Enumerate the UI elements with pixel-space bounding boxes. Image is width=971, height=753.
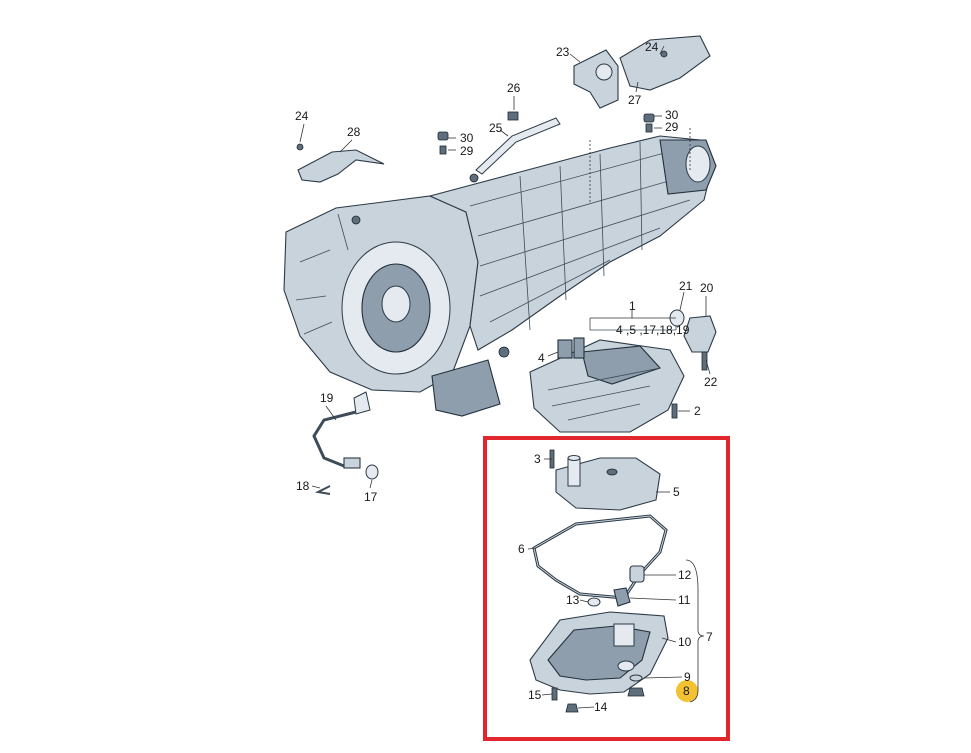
callout-14: 14 [594, 700, 608, 714]
callout-2: 2 [694, 404, 701, 418]
callout-24-left: 24 [295, 109, 309, 123]
callout-7: 7 [706, 630, 713, 644]
callout-21: 21 [679, 279, 693, 293]
mechatronic-unit [529, 316, 685, 433]
callout-8: 8 [683, 684, 690, 698]
callout-23: 23 [556, 45, 570, 59]
callout-6: 6 [518, 542, 525, 556]
callout-30-left: 30 [460, 131, 474, 145]
breather-hose [475, 111, 561, 175]
callout-26: 26 [507, 81, 521, 95]
callout-12: 12 [678, 568, 692, 582]
highlight-marker [676, 680, 698, 702]
heat-shield-bracket [296, 143, 385, 183]
wiring-harness [312, 391, 379, 495]
callout-9: 9 [684, 670, 691, 684]
callout-10: 10 [678, 635, 692, 649]
callout-20: 20 [700, 281, 714, 295]
cover-27 [619, 35, 711, 91]
oil-pan [529, 611, 669, 695]
highlight-frame [483, 436, 730, 741]
callout-25: 25 [489, 121, 503, 135]
callout-1-sublist: 4 ,5 ,17,18,19 [616, 323, 690, 337]
callout-labels: 1 4 ,5 ,17,18,19 2 3 4 5 6 7 8 9 10 11 1… [295, 40, 718, 714]
callout-3: 3 [534, 452, 541, 466]
leader-lines [299, 45, 711, 709]
transmission-housing [283, 135, 717, 417]
callout-29-right: 29 [665, 120, 679, 134]
callout-22: 22 [704, 375, 718, 389]
callout-24-top: 24 [645, 40, 659, 54]
callout-5: 5 [673, 485, 680, 499]
pan-gasket [532, 514, 668, 600]
callout-11: 11 [678, 593, 691, 607]
oil-filter [549, 449, 661, 511]
mount-bracket-23 [573, 49, 619, 109]
callout-4: 4 [538, 351, 545, 365]
seal-21-and-bracket-20 [669, 309, 717, 419]
callout-17: 17 [364, 490, 378, 504]
callout-28: 28 [347, 125, 361, 139]
callout-29-left: 29 [460, 144, 474, 158]
callout-13: 13 [566, 593, 580, 607]
callout-27: 27 [628, 93, 642, 107]
callout-18: 18 [296, 479, 310, 493]
callout-19: 19 [320, 391, 334, 405]
callout-30-right: 30 [665, 108, 679, 122]
callout-1: 1 [629, 299, 636, 313]
drain-plug-and-seal [551, 674, 645, 713]
pan-insert-parts [587, 565, 645, 607]
plugs-30-29 [437, 113, 655, 155]
callout-15: 15 [528, 688, 542, 702]
